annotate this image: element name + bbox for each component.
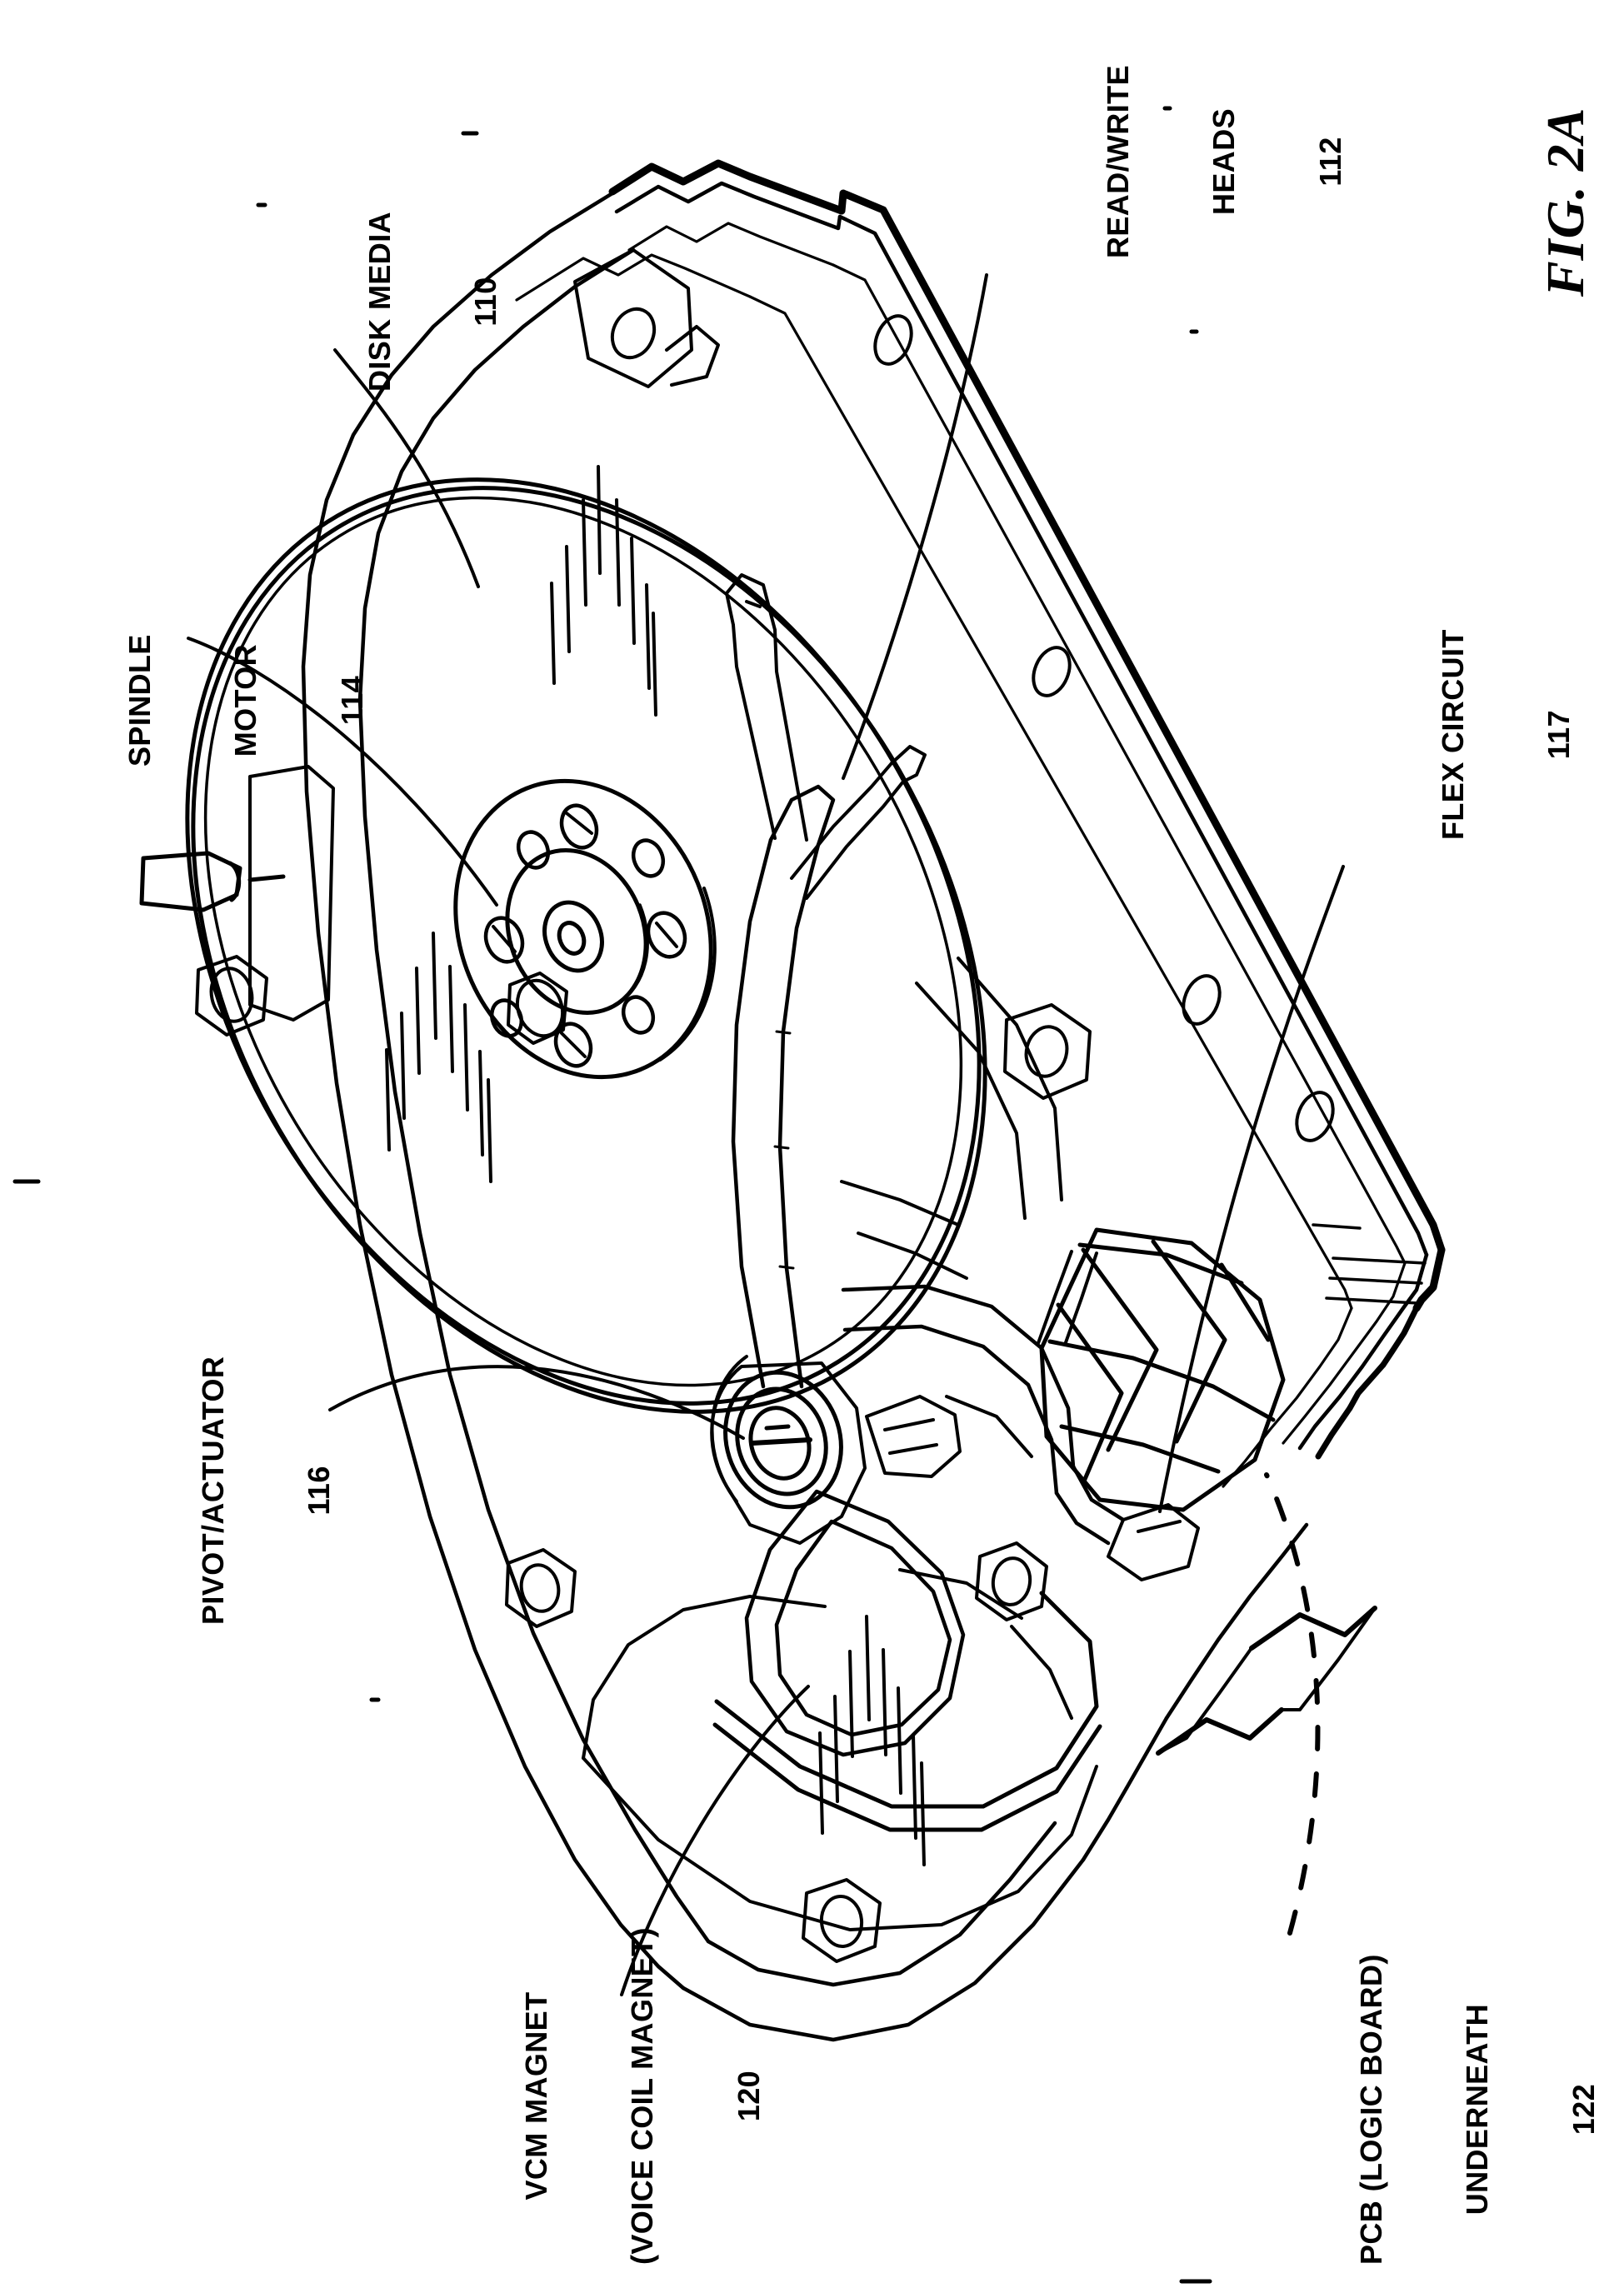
vent-lattice-rail (1037, 1250, 1098, 1346)
callout-disk-media-ref: 110 (468, 277, 503, 327)
read-write-head-suspension (725, 573, 927, 900)
scan-speck (12, 106, 1212, 2284)
chassis-left-bracket (248, 765, 335, 1022)
callout-flex-circuit: FLEX CIRCUIT 117 (1365, 629, 1624, 840)
spindle-hub-screw-slot (492, 812, 678, 1058)
spindle-motor-hub (453, 778, 717, 1080)
callout-disk-media-line-1: DISK MEDIA (362, 211, 397, 392)
callout-read-write-heads-ref: 112 (1312, 137, 1347, 187)
callout-spindle-motor-ref: 114 (334, 675, 369, 726)
platter-hatch-top (550, 465, 657, 717)
callout-pivot-actuator: PIVOT/ACTUATOR 116 (125, 1356, 408, 1625)
callout-read-write-heads: READ/WRITE HEADS 112 (1030, 65, 1419, 258)
flex-circuit-connector (1107, 1503, 1200, 1581)
callout-flex-circuit-line-1: FLEX CIRCUIT (1435, 629, 1470, 840)
callout-spindle-motor: SPINDLE MOTOR 114 (52, 634, 441, 767)
chassis-boss-right (1003, 1003, 1092, 1100)
chassis-inner-rib (898, 1395, 1073, 1720)
callout-flex-circuit-ref: 117 (1542, 709, 1577, 760)
callout-pivot-actuator-line-1: PIVOT/ACTUATOR (195, 1356, 230, 1625)
callout-spindle-motor-line-1: SPINDLE (122, 634, 157, 767)
callout-vcm-magnet-line-1: VCM MAGNET (518, 1991, 553, 2201)
vent-lattice-bar (1047, 1239, 1276, 1486)
spindle-motor-connector (139, 851, 286, 912)
callout-spindle-motor-line-2: MOTOR (228, 643, 263, 757)
chassis-floor-contour (840, 957, 1063, 1280)
chassis-screw-hole (873, 314, 1335, 1142)
chassis-outer-edge-lower (1315, 1305, 1420, 1460)
chassis-lip-inner-line (627, 222, 1407, 1445)
vcm-coil (744, 1489, 966, 1757)
chassis-top-lip (614, 181, 1429, 1451)
chassis-boss-topleft (573, 248, 720, 388)
figure-label: FIG. 2A (1536, 107, 1595, 297)
vcm-magnet-hatch (818, 1615, 926, 1866)
callout-vcm-magnet: VCM MAGNET (VOICE COIL MAGNET) 120 (448, 1927, 837, 2265)
callout-read-write-heads-line-1: READ/WRITE (1100, 65, 1135, 258)
callout-pcb-ref: 122 (1566, 2083, 1601, 2136)
callout-read-write-heads-line-2: HEADS (1207, 107, 1242, 216)
callout-vcm-magnet-ref: 120 (731, 2070, 766, 2122)
chassis-mount-tab-outline (1157, 1606, 1377, 1755)
chassis-hatch-marks (1312, 1223, 1427, 1305)
callout-pivot-actuator-ref: 116 (302, 1466, 337, 1516)
callout-pcb-logic-board: PCB (LOGIC BOARD) UNDERNEATH 122 (1283, 1954, 1624, 2265)
spindle-hub-screw-hole (483, 803, 687, 1068)
disk-platter-inner-rim (203, 496, 963, 1387)
actuator-arm (731, 784, 836, 1389)
chassis-boss-bottomleft (505, 1548, 577, 1628)
actuator-arm-shading (773, 1030, 795, 1270)
leader-line-dashed-pcb (1264, 1472, 1321, 1936)
actuator-latch (865, 1395, 962, 1478)
chassis-left-wall (301, 191, 711, 1991)
callout-disk-media: DISK MEDIA 110 (292, 212, 575, 392)
chassis-boss-bottom (802, 1878, 882, 1963)
leader-lines (187, 273, 1345, 1996)
chassis-internal-boss (507, 972, 568, 1045)
platter-hatch-left (385, 932, 492, 1183)
chassis-boss-midright (975, 1541, 1048, 1621)
callout-pcb-line-1: PCB (LOGIC BOARD) (1353, 1954, 1388, 2265)
chassis-mount-tab (1156, 1606, 1377, 1756)
chassis-bottom-edge (681, 1522, 1309, 2042)
vcm-magnet-body (582, 1595, 1098, 1931)
chassis-boss-left (195, 955, 268, 1037)
vcm-magnet-plate (712, 1591, 1102, 1832)
callout-pcb-line-2: UNDERNEATH (1460, 2003, 1495, 2216)
callout-vcm-magnet-line-2: (VOICE COIL MAGNET) (625, 1927, 660, 2265)
